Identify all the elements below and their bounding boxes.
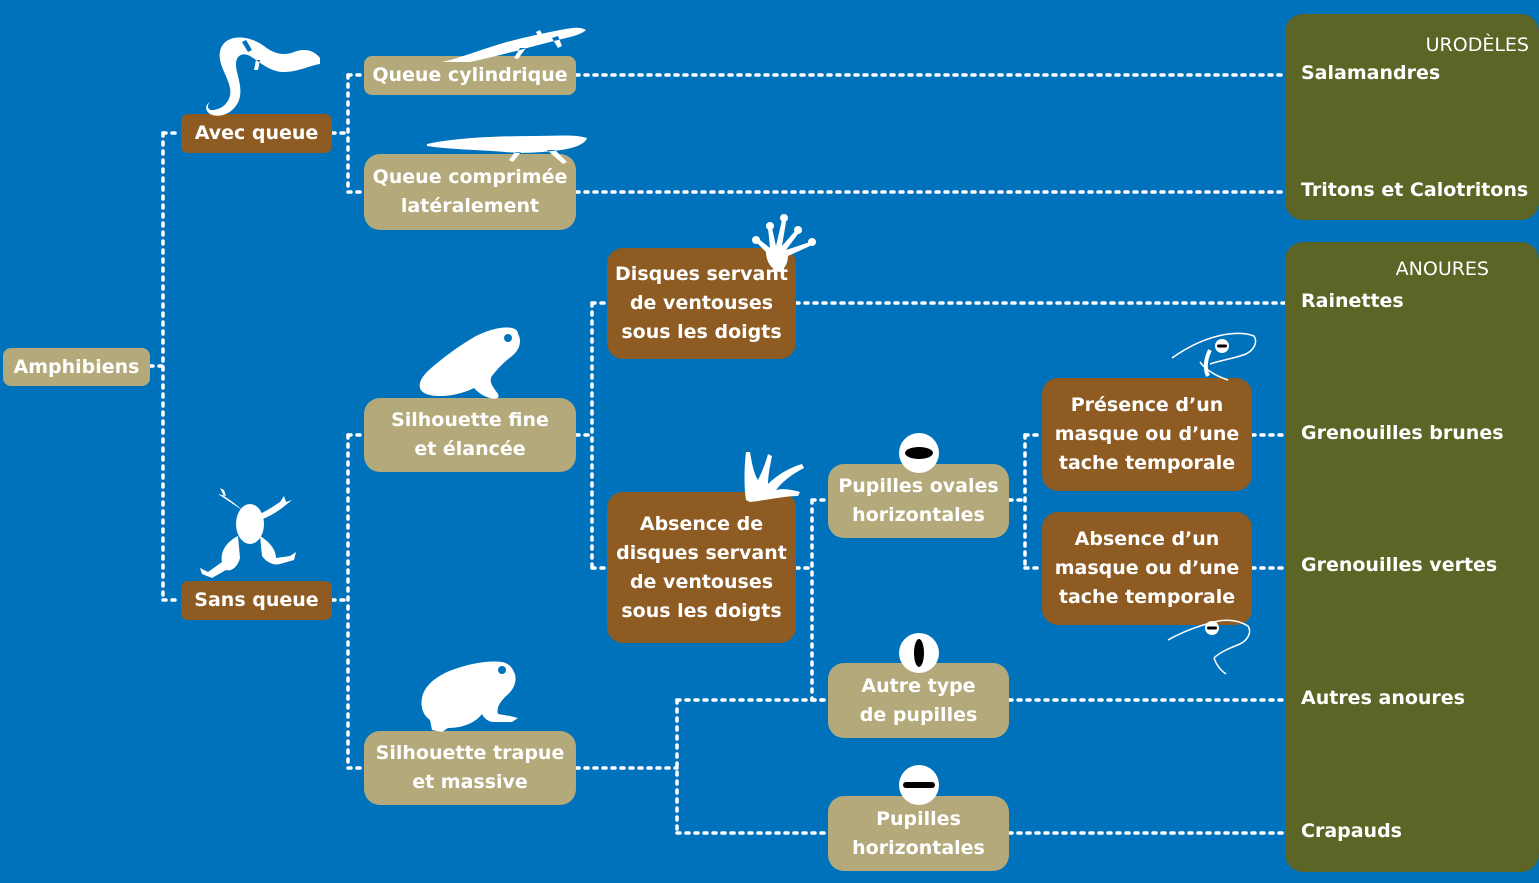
urodeles-panel: URODÈLES Salamandres Tritons et Calotrit…	[1285, 14, 1539, 220]
absence-disques-line4: sous les doigts	[621, 599, 782, 622]
result-grenouilles-brunes: Grenouilles brunes	[1301, 422, 1504, 444]
queue-comprimee-line1: Queue comprimée	[372, 166, 568, 188]
autre-pupilles-line1: Autre type	[861, 674, 976, 697]
webbed-foot-icon	[744, 452, 804, 502]
absence-disques-node: Absence de disques servant de ventouses …	[607, 492, 796, 643]
absence-masque-line2: masque ou d’une	[1054, 557, 1240, 579]
pupilles-ovales-node: Pupilles ovales horizontales	[828, 464, 1009, 538]
silhouette-fine-node: Silhouette fine et élancée	[364, 398, 576, 472]
frog-head-no-mask-icon	[1167, 619, 1251, 675]
toe-pad-foot-icon	[752, 214, 816, 272]
disques-line2: de ventouses	[629, 292, 774, 314]
salamander-icon	[206, 37, 320, 116]
disques-line3: sous les doigts	[621, 321, 782, 343]
pupilles-ovales-line1: Pupilles ovales	[838, 475, 999, 497]
absence-masque-line3: tache temporale	[1058, 586, 1236, 608]
pupilles-ovales-line2: horizontales	[852, 504, 985, 526]
absence-disques-line2: disques servant	[616, 541, 787, 564]
pupilles-horizontales-line1: Pupilles	[876, 807, 961, 830]
oval-pupil-icon	[899, 433, 939, 473]
presence-masque-line2: masque ou d’une	[1054, 423, 1240, 445]
autre-pupilles-line2: de pupilles	[859, 703, 978, 726]
presence-masque-node: Présence d’un masque ou d’une tache temp…	[1042, 378, 1252, 491]
disques-node: Disques servant de ventouses sous les do…	[607, 248, 796, 359]
result-salamandres: Salamandres	[1301, 62, 1441, 84]
pupilles-horizontales-node: Pupilles horizontales	[828, 796, 1009, 871]
presence-masque-line3: tache temporale	[1058, 452, 1236, 474]
pupilles-horizontales-line2: horizontales	[852, 836, 985, 859]
horizontal-pupil-icon	[899, 765, 939, 805]
newt-icon	[427, 135, 587, 164]
anoures-panel: ANOURES Rainettes Grenouilles brunes Gre…	[1285, 242, 1539, 872]
absence-disques-line3: de ventouses	[629, 570, 774, 593]
lizard-salamander-icon	[442, 27, 586, 63]
silhouette-trapue-line1: Silhouette trapue	[375, 742, 565, 764]
vertical-pupil-icon	[899, 633, 939, 673]
result-grenouilles-vertes: Grenouilles vertes	[1301, 554, 1498, 576]
frog-top-view-icon	[200, 488, 296, 578]
silhouette-trapue-node: Silhouette trapue et massive	[364, 731, 576, 805]
silhouette-fine-line1: Silhouette fine	[391, 409, 549, 431]
result-crapauds: Crapauds	[1301, 820, 1402, 842]
result-rainettes: Rainettes	[1301, 290, 1404, 312]
urodeles-title: URODÈLES	[1425, 34, 1529, 56]
queue-comprimee-node: Queue comprimée latéralement	[364, 154, 576, 230]
frog-head-mask-icon	[1171, 332, 1257, 381]
result-autres-anoures: Autres anoures	[1301, 687, 1465, 709]
sans-queue-node: Sans queue	[181, 581, 332, 620]
presence-masque-line1: Présence d’un	[1070, 394, 1224, 416]
root-node: Amphibiens	[3, 348, 150, 386]
silhouette-fine-line2: et élancée	[414, 438, 526, 460]
absence-disques-line1: Absence de	[639, 512, 764, 535]
disques-line1: Disques servant	[615, 263, 788, 285]
silhouette-trapue-line2: et massive	[412, 771, 528, 793]
toad-icon	[421, 661, 518, 732]
queue-comprimee-line2: latéralement	[400, 195, 540, 217]
tree-frog-icon	[419, 327, 520, 399]
queue-cylindrique-node: Queue cylindrique	[364, 56, 576, 95]
result-tritons: Tritons et Calotritons	[1301, 179, 1529, 201]
avec-queue-node: Avec queue	[181, 114, 332, 153]
anoures-title: ANOURES	[1395, 258, 1489, 280]
absence-masque-line1: Absence d’un	[1074, 528, 1220, 550]
absence-masque-node: Absence d’un masque ou d’une tache tempo…	[1042, 512, 1252, 625]
autre-pupilles-node: Autre type de pupilles	[828, 663, 1009, 738]
